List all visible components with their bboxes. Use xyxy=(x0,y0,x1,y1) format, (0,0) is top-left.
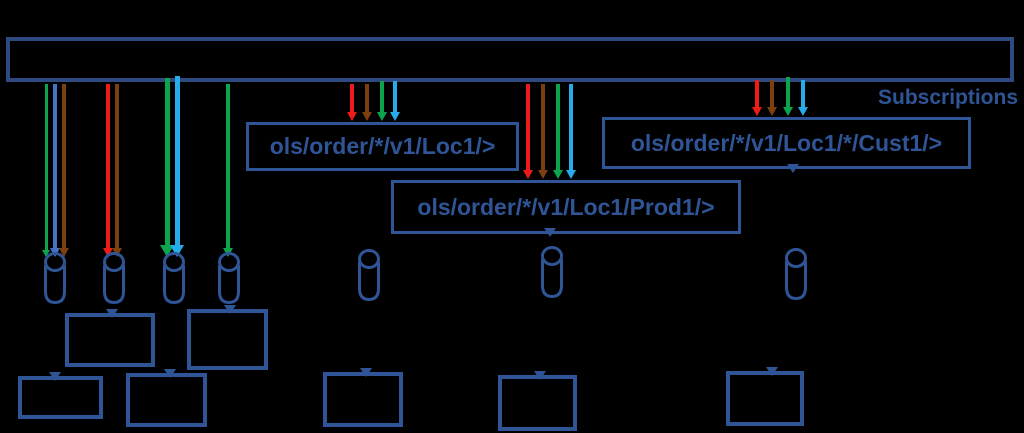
subscription-box-loc1-cust1: ols/order/*/v1/Loc1/*/Cust1/> xyxy=(602,117,971,169)
subscriptions-caption: Subscriptions xyxy=(878,86,1019,109)
arrowhead-icon xyxy=(523,170,533,179)
message-flow-arrow xyxy=(223,84,234,257)
arrowhead-icon xyxy=(752,107,762,116)
message-flow-arrow xyxy=(103,84,114,257)
arrowhead-icon xyxy=(553,170,563,179)
message-flow-arrow xyxy=(752,80,763,116)
connector-arrowhead-icon xyxy=(360,368,372,377)
arrowhead-icon xyxy=(538,170,548,179)
message-flow-arrow xyxy=(377,81,388,121)
message-flow-arrow xyxy=(783,77,794,116)
arrowhead-icon xyxy=(42,250,50,257)
message-flow-arrow xyxy=(42,84,51,257)
subscription-box-loc1-prod1: ols/order/*/v1/Loc1/Prod1/> xyxy=(391,180,741,234)
consumer-box xyxy=(323,372,403,427)
message-flow-arrow xyxy=(59,84,70,257)
queue-cylinder xyxy=(102,251,126,306)
message-flow-arrow xyxy=(553,84,564,179)
queue-cylinder xyxy=(217,251,241,306)
arrowhead-icon xyxy=(783,107,793,116)
consumer-box xyxy=(18,376,103,419)
arrowhead-icon xyxy=(390,112,400,121)
queue-cylinder xyxy=(43,251,67,306)
arrowhead-icon xyxy=(798,107,808,116)
consumer-box xyxy=(187,309,268,370)
connector-arrowhead-icon xyxy=(164,369,176,378)
arrowhead-icon xyxy=(59,248,69,257)
queue-cylinder xyxy=(784,247,808,302)
arrowhead-icon xyxy=(377,112,387,121)
subscription-label: ols/order/*/v1/Loc1/> xyxy=(269,133,496,159)
subscription-label: ols/order/*/v1/Loc1/*/Cust1/> xyxy=(630,129,943,156)
connector-arrowhead-icon xyxy=(49,372,61,381)
connector-arrowhead-icon xyxy=(534,371,546,380)
connector-arrowhead-icon xyxy=(787,164,799,173)
arrowhead-icon xyxy=(347,112,357,121)
arrowhead-icon xyxy=(566,170,576,179)
consumer-box xyxy=(126,373,207,427)
subscription-box-loc1: ols/order/*/v1/Loc1/> xyxy=(246,122,519,171)
consumer-box xyxy=(726,371,804,426)
connector-arrowhead-icon xyxy=(544,228,556,237)
connector-arrowhead-icon xyxy=(224,305,236,314)
queue-cylinder xyxy=(357,248,381,303)
message-flow-arrow xyxy=(390,81,401,121)
message-flow-arrow xyxy=(798,80,809,116)
consumer-box xyxy=(65,313,155,367)
message-flow-arrow xyxy=(523,84,534,179)
subscription-label: ols/order/*/v1/Loc1/Prod1/> xyxy=(417,193,715,220)
connector-arrowhead-icon xyxy=(106,309,118,318)
message-flow-arrow xyxy=(538,84,549,179)
consumer-box xyxy=(498,375,577,431)
message-flow-arrow xyxy=(362,84,373,121)
message-flow-arrow xyxy=(767,80,778,116)
queue-cylinder xyxy=(162,251,186,306)
message-flow-arrow xyxy=(170,76,184,257)
message-flow-arrow xyxy=(347,84,358,121)
message-flow-arrow xyxy=(112,84,123,257)
message-flow-arrow xyxy=(566,84,577,179)
arrowhead-icon xyxy=(362,112,372,121)
queue-cylinder xyxy=(540,245,564,300)
arrowhead-icon xyxy=(767,107,777,116)
arrowhead-icon xyxy=(103,248,113,257)
topic-bar xyxy=(6,37,1014,82)
connector-arrowhead-icon xyxy=(766,367,778,376)
